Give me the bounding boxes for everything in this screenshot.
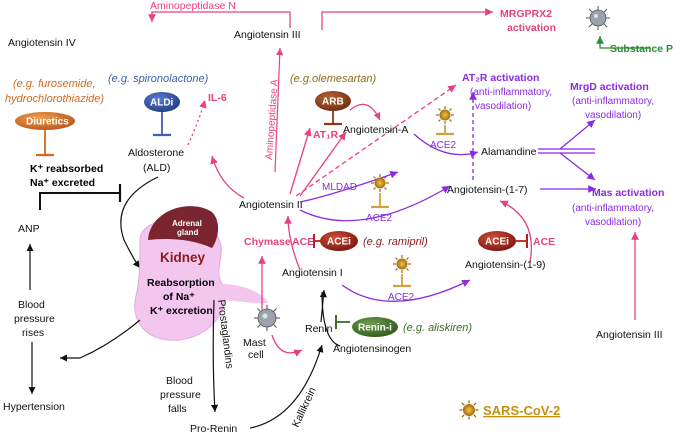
adrenal-gland-icon (148, 206, 219, 248)
angiotensin-i-node: Angiotensin I (282, 267, 343, 279)
mast-cell-icon (254, 305, 280, 331)
adrenal-gland-label-line1: Adrenal (172, 219, 202, 228)
ace2-label-middle: ACE2 (366, 213, 393, 224)
diuretics-example-line2: hydrochlorothiazide) (5, 93, 104, 105)
diuretics-pill: Diuretics (15, 112, 75, 130)
hypertension-node: Hypertension (3, 401, 65, 413)
mrgprx2-label-line2: activation (507, 22, 556, 34)
mrgd-activation-label: MrgD activation (570, 81, 649, 93)
pro-renin-node: Pro-Renin (190, 423, 237, 435)
anp-node: ANP (18, 223, 40, 235)
acei-label-right: ACEi (485, 237, 509, 248)
renin-i-label: Renin-i (358, 323, 392, 334)
mast-cell-label-line1: Mast (243, 337, 266, 349)
angiotensin-iii-bottom-node: Angiotensin III (596, 329, 663, 341)
ace2-label-bottom: ACE2 (388, 292, 415, 303)
angiotensinogen-node: Angiotensinogen (333, 343, 411, 355)
aliskiren-example: (e.g. aliskiren) (403, 322, 472, 334)
at2r-vasodilation: vasodilation) (475, 101, 531, 112)
blood-pressure-falls-line1: Blood (166, 375, 193, 387)
chymase-label: Chymase (244, 236, 291, 248)
ace-label-right: ACE (533, 236, 555, 248)
mast-cell-label-line2: cell (248, 349, 264, 361)
angiotensin-ii-node: Angiotensin II (239, 199, 303, 211)
alamandine-node: Alamandine (481, 146, 537, 158)
aldosterone-node-line2: (ALD) (143, 162, 170, 174)
blood-pressure-falls-line3: falls (168, 403, 187, 415)
diuretics-example-line1: (e.g. furosemide, (13, 78, 96, 90)
sars-cov-2-icon (393, 255, 411, 273)
sars-cov-2-legend-label: SARS-CoV-2 (483, 403, 560, 418)
acei-pill-right: ACEi (478, 231, 516, 251)
acei-label-left: ACEi (327, 237, 351, 248)
reabsorption-line1: Reabsorption (147, 277, 215, 289)
at1r-label: AT₁R (313, 129, 339, 141)
ace-label-left: ACE (292, 236, 314, 248)
diuretics-label: Diuretics (26, 117, 69, 128)
sars-cov-2-icon (436, 106, 454, 124)
virus-icon (586, 6, 610, 30)
mrgd-anti-inflammatory: (anti-inflammatory, (572, 96, 654, 107)
aminopeptidase-n-label: Aminopeptidase N (150, 0, 236, 12)
mas-anti-inflammatory: (anti-inflammatory, (572, 203, 654, 214)
sars-cov-2-icon (459, 400, 479, 420)
arb-pill: ARB (315, 91, 351, 111)
k-reabsorbed-label: K⁺ reabsorbed (30, 163, 103, 175)
ramipril-example: (e.g. ramipril) (363, 236, 428, 248)
kidney-icon (134, 218, 268, 341)
il6-label: IL-6 (208, 92, 227, 104)
at2r-activation-label: AT₂R activation (462, 72, 539, 84)
aldi-label: ALDi (150, 98, 174, 109)
aminopeptidase-a-label: Aminopeptidase A (264, 79, 281, 161)
angiotensin-iv-node: Angiotensin IV (8, 37, 76, 49)
sars-cov-2-icon (371, 174, 389, 192)
aldosterone-node-line1: Aldosterone (128, 147, 184, 159)
blood-pressure-rises-line3: rises (22, 327, 44, 339)
ace2-label-top: ACE2 (430, 140, 457, 151)
angiotensin-1-9-node: Angiotensin-(1-9) (465, 259, 546, 271)
angiotensin-1-7-node: Angiotensin-(1-7) (447, 184, 528, 196)
mas-vasodilation: vasodilation) (585, 217, 641, 228)
spironolactone-example: (e.g. spironolactone) (108, 73, 209, 85)
blood-pressure-rises-line1: Blood (18, 299, 45, 311)
reabsorption-line3: K⁺ excretion (150, 305, 213, 317)
mldad-label: MLDAD (322, 182, 357, 193)
blood-pressure-falls-line2: pressure (160, 389, 201, 401)
kallikrein-label: Kallikrein (290, 385, 319, 429)
mas-activation-label: Mas activation (592, 187, 664, 199)
mrgd-vasodilation: vasodilation) (585, 110, 641, 121)
kidney-label: Kidney (160, 250, 206, 265)
reabsorption-line2: of Na⁺ (163, 291, 195, 303)
angiotensin-a-node: Angiotensin-A (343, 124, 408, 136)
arb-label: ARB (322, 97, 344, 108)
adrenal-gland-label-line2: gland (177, 228, 198, 237)
at2r-anti-inflammatory: (anti-inflammatory, (470, 87, 552, 98)
mrgprx2-label-line1: MRGPRX2 (500, 8, 552, 20)
renin-i-pill: Renin-i (352, 317, 398, 337)
na-excreted-label: Na⁺ excreted (30, 177, 95, 189)
acei-pill-left: ACEi (320, 231, 358, 251)
olemesartan-example: (e.g.olemesartan) (290, 73, 377, 85)
prostaglandins-label: Prostaglandins (215, 299, 235, 369)
blood-pressure-rises-line2: pressure (14, 313, 55, 325)
angiotensin-iii-top-node: Angiotensin III (234, 29, 301, 41)
substance-p-label: Substance P (610, 43, 673, 55)
aldi-pill: ALDi (144, 92, 180, 112)
